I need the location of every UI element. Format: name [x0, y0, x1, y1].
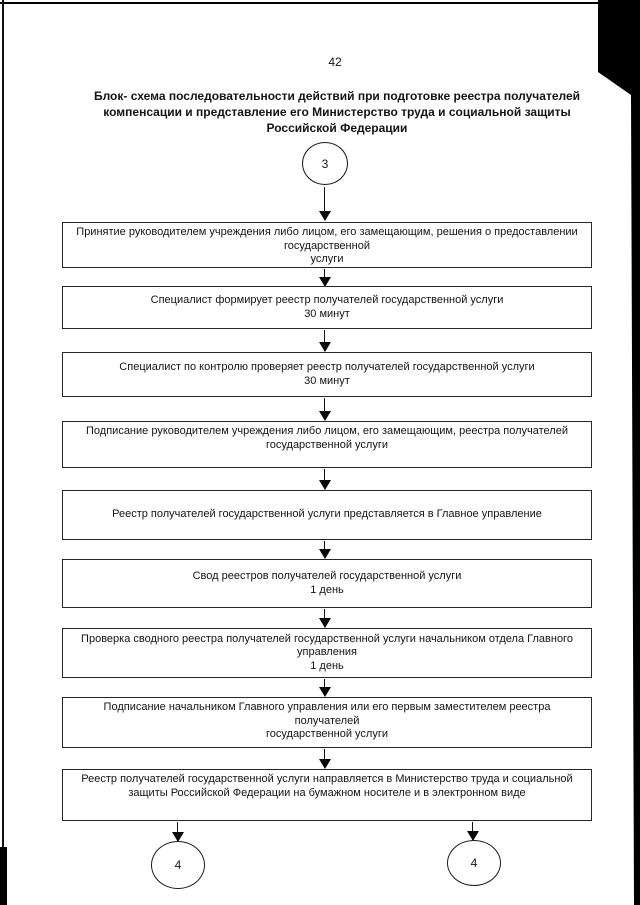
scan-edge-left	[2, 0, 4, 905]
flow-step-text: Свод реестров получателей государственно…	[192, 570, 462, 596]
flow-step-text: Подписание руководителем учреждения либо…	[86, 425, 568, 451]
flow-step-text: Принятие руководителем учреждения либо л…	[76, 226, 578, 265]
flow-step-box: Реестр получателей государственной услуг…	[62, 769, 592, 821]
flow-step-text: Специалист формирует реестр получателей …	[150, 294, 504, 320]
flow-arrow-down	[172, 822, 184, 842]
scan-artifact-bottom-left	[0, 847, 7, 905]
scan-edge-top	[0, 2, 640, 4]
flow-arrow-down	[319, 679, 331, 697]
flow-step-text: Специалист по контролю проверяет реестр …	[119, 361, 535, 387]
flow-step-text: Проверка сводного реестра получателей го…	[81, 632, 573, 672]
flow-step-box: Свод реестров получателей государственно…	[62, 559, 592, 608]
flowchart-title: Блок- схема последовательности действий …	[93, 89, 581, 135]
flow-step-box: Подписание начальником Главного управлен…	[62, 697, 592, 748]
flow-step-box: Специалист формирует реестр получателей …	[62, 286, 592, 329]
flow-arrow-down	[319, 398, 331, 421]
connector-circle-start: 3	[302, 142, 348, 185]
connector-label: 3	[321, 156, 329, 171]
flow-arrow-down	[319, 330, 331, 352]
flow-step-box: Специалист по контролю проверяет реестр …	[62, 352, 592, 397]
flow-step-text: Подписание начальником Главного управлен…	[103, 701, 551, 740]
page-number: 42	[328, 55, 342, 69]
flow-arrow-down	[319, 187, 331, 221]
flow-arrow-down	[319, 469, 331, 490]
flow-step-box: Реестр получателей государственной услуг…	[62, 490, 592, 540]
flow-arrow-down	[467, 822, 479, 841]
flow-arrow-down	[319, 541, 331, 559]
flow-step-box: Принятие руководителем учреждения либо л…	[62, 222, 592, 268]
flow-arrow-down	[319, 609, 331, 628]
flow-step-text: Реестр получателей государственной услуг…	[81, 773, 573, 799]
flow-step-box: Подписание руководителем учреждения либо…	[62, 421, 592, 468]
connector-label: 4	[174, 858, 182, 872]
connector-circle-end-left: 4	[151, 841, 205, 889]
connector-label: 4	[470, 856, 478, 870]
flow-arrow-down	[319, 749, 331, 769]
flow-step-box: Проверка сводного реестра получателей го…	[62, 628, 592, 678]
connector-circle-end-right: 4	[447, 840, 501, 886]
flow-arrow-down	[319, 269, 331, 287]
flow-step-text: Реестр получателей государственной услуг…	[112, 508, 542, 521]
